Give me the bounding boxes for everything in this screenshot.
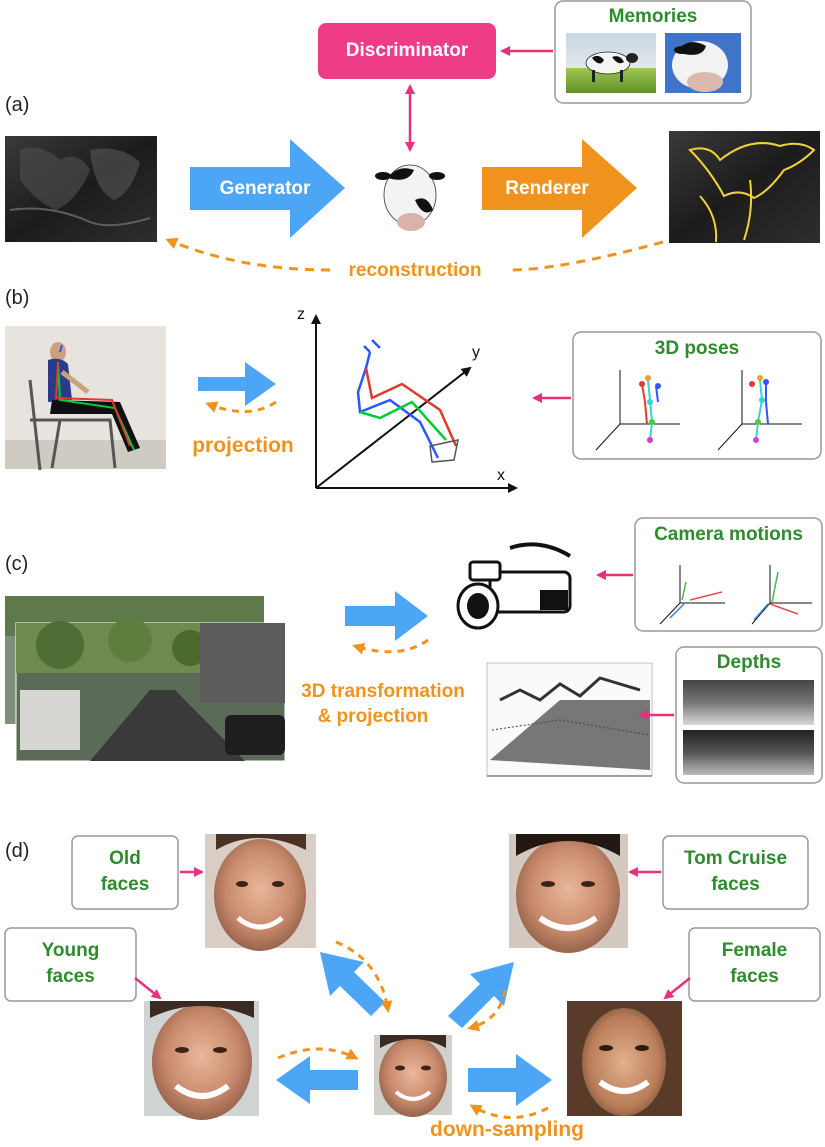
reconstruction-curve-right (509, 240, 664, 272)
panel-a-label: (a) (5, 94, 30, 116)
reconstruction-label: reconstruction (348, 260, 482, 281)
female-return-arrow (469, 1104, 549, 1119)
street-frame-front (15, 618, 286, 762)
generator-arrow (190, 139, 345, 238)
young-return-arrow (277, 1047, 359, 1060)
panel-c-label: (c) (5, 553, 29, 575)
discriminator-label: Discriminator (345, 40, 469, 61)
memories-label: Memories (608, 6, 698, 27)
old-faces-label-2: faces (100, 874, 150, 895)
young-faces-label-1: Young (41, 940, 100, 961)
cow-3d-model (375, 164, 445, 231)
reconstruction-curve-left (165, 237, 331, 272)
down-sampling-label: down-sampling (430, 1118, 584, 1141)
transform-forward-arrow (345, 591, 428, 641)
memory-cow-image-2 (665, 33, 741, 93)
camera-motion-sample-1 (659, 565, 725, 625)
young-face-image (144, 1001, 259, 1120)
renderer-label: Renderer (505, 178, 589, 199)
to-tom-cruise-arrow (448, 962, 514, 1028)
depth-map-1 (683, 680, 814, 725)
depth-map-2 (683, 730, 814, 775)
panel-d-label: (d) (5, 840, 30, 862)
point-cloud-plot (486, 662, 653, 777)
young-faces-label-2: faces (46, 966, 95, 987)
transform-label-line1: 3D transformation (301, 681, 465, 702)
renderer-arrow (482, 139, 637, 238)
young-faces-box (4, 927, 137, 1002)
3d-poses-label: 3D poses (654, 338, 740, 359)
transform-label-line2: & projection (317, 706, 429, 727)
video-camera-icon (456, 542, 572, 630)
old-faces-label-1: Old (109, 848, 141, 869)
to-female-arrow (468, 1054, 552, 1106)
female-face-image (567, 1001, 682, 1116)
pose-3d-axes (311, 314, 518, 493)
generator-label: Generator (219, 178, 311, 199)
old-face-image (205, 834, 316, 951)
tom-cruise-faces-box (662, 835, 809, 910)
old-return-arrow (335, 940, 393, 1013)
pose-sample-2 (717, 370, 802, 451)
low-res-face-image (374, 1035, 452, 1117)
female-faces-arrow (663, 977, 691, 1000)
female-faces-label-2: faces (730, 966, 779, 987)
to-young-arrow (276, 1056, 358, 1104)
x-axis-label: x (497, 467, 505, 484)
tom-cruise-faces-label-2: faces (711, 874, 760, 895)
old-faces-box (71, 835, 179, 910)
young-faces-arrow (134, 977, 162, 1000)
3d-poses-box (572, 331, 822, 460)
projection-label: projection (192, 434, 294, 457)
female-faces-box (688, 927, 821, 1002)
pose-sample-1 (595, 370, 680, 451)
panel-b-label: (b) (5, 287, 30, 309)
camera-motions-label: Camera motions (654, 524, 803, 545)
pose-3d-skeleton (356, 339, 459, 463)
discriminator-box (318, 23, 496, 79)
tom-cruise-faces-label-1: Tom Cruise (683, 848, 788, 869)
to-old-arrow (320, 952, 385, 1016)
projection-back-arrow (205, 400, 277, 414)
depths-label: Depths (716, 652, 782, 673)
sitting-person-image (5, 326, 166, 471)
transform-back-arrow (352, 638, 429, 655)
camera-motion-sample-2 (751, 565, 812, 625)
projection-forward-arrow (198, 362, 276, 406)
female-faces-label-1: Female (721, 940, 788, 961)
y-axis-label: y (472, 344, 480, 361)
input-texture-map (5, 136, 157, 242)
rendered-texture-map (669, 131, 820, 243)
tom-cruise-face-image (509, 834, 628, 953)
z-axis-label: z (297, 306, 305, 323)
memory-cow-image-1 (566, 33, 656, 93)
tom-cruise-return-arrow (467, 989, 507, 1032)
